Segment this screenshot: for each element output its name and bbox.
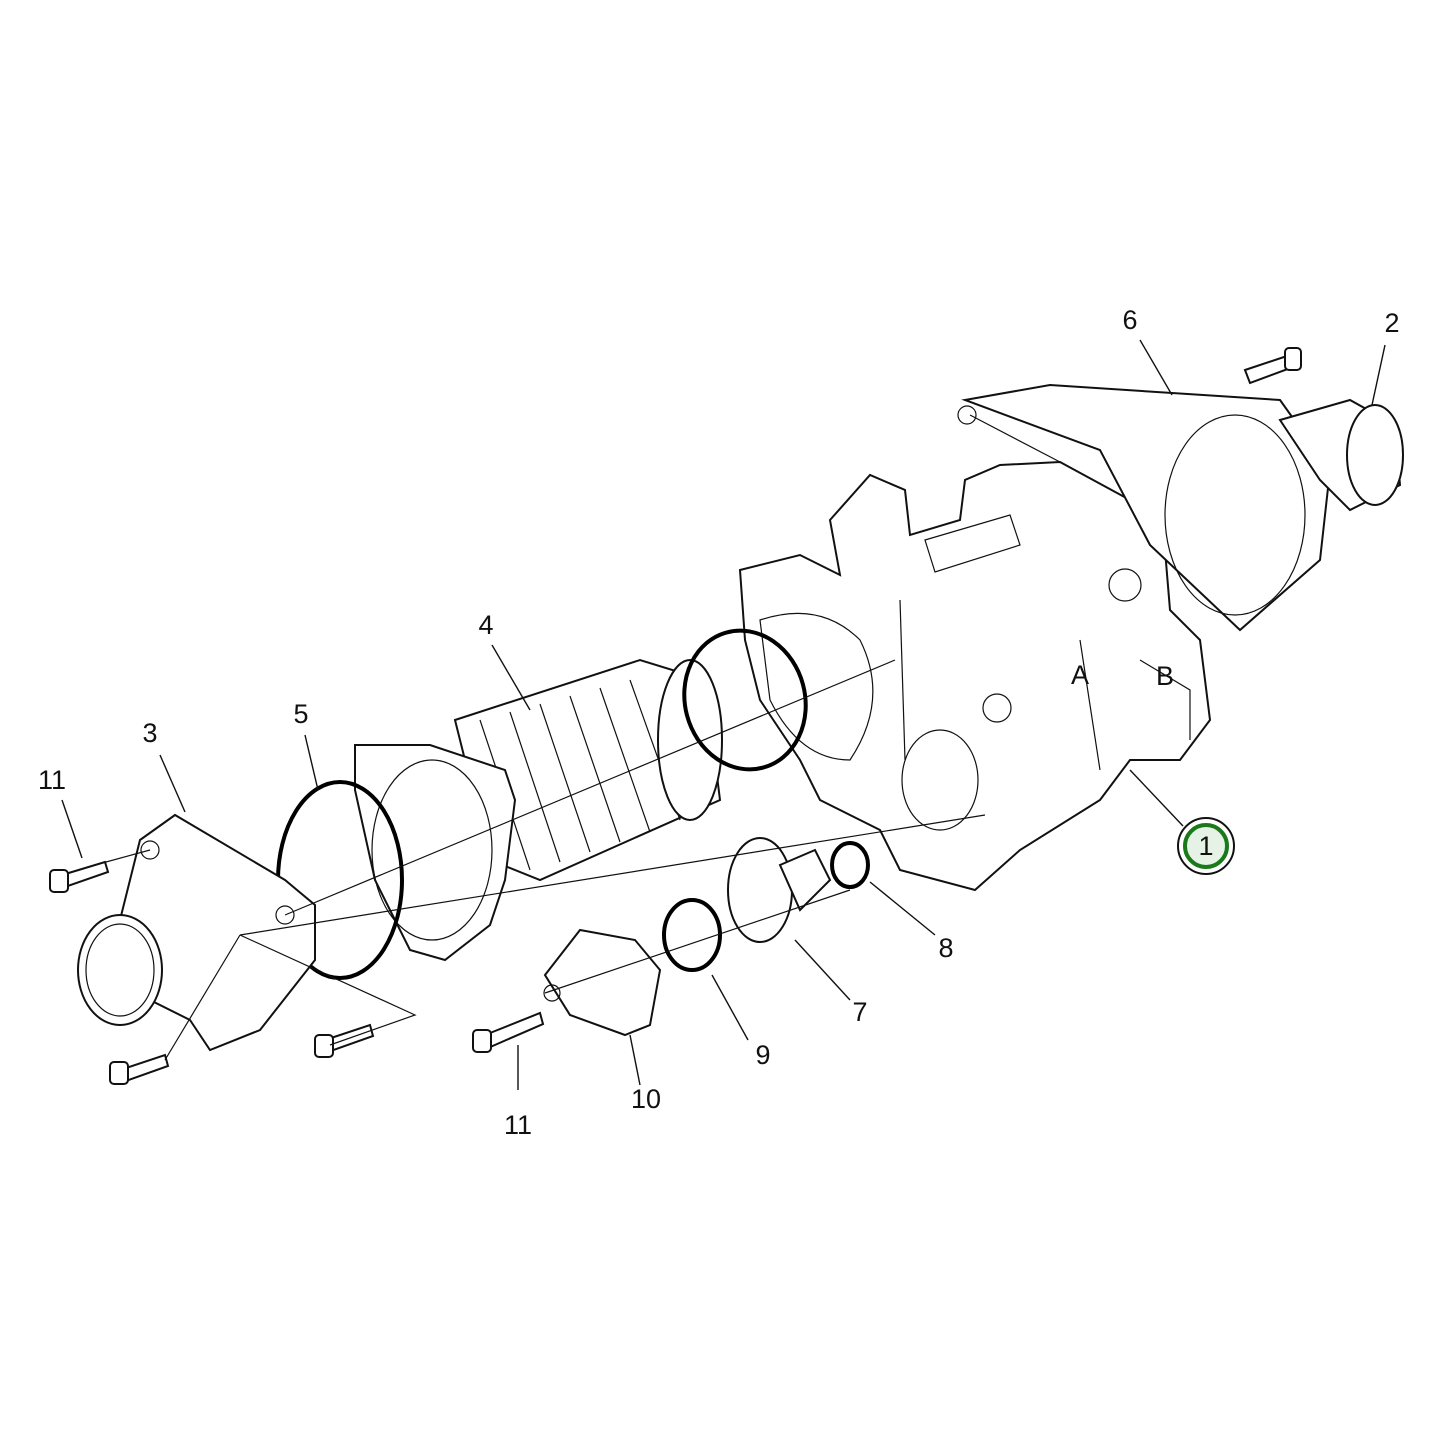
callout-6[interactable]: 6 — [1122, 305, 1137, 335]
callout-3[interactable]: 3 — [142, 718, 157, 748]
leader-lines — [61, 339, 1386, 1090]
o-ring-large[interactable] — [669, 617, 821, 783]
callout-1-label: 1 — [1198, 831, 1213, 861]
bolt-lower-left[interactable] — [109, 1053, 170, 1085]
callout-11-bottom[interactable]: 11 — [504, 1110, 532, 1140]
callout-4[interactable]: 4 — [478, 610, 493, 640]
bolt-11[interactable] — [472, 1011, 545, 1053]
callout-10[interactable]: 10 — [631, 1084, 661, 1114]
o-ring-9[interactable] — [662, 898, 722, 972]
callout-9[interactable]: 9 — [755, 1040, 770, 1070]
callout-5[interactable]: 5 — [293, 699, 308, 729]
gasket-6[interactable] — [957, 383, 1332, 632]
bolt-lower-mid[interactable] — [314, 1023, 375, 1058]
housing-mark-a: A — [1071, 660, 1089, 690]
inlet-elbow-3[interactable] — [77, 813, 316, 1052]
alignment-lines — [94, 414, 1061, 1061]
callout-2[interactable]: 2 — [1384, 308, 1399, 338]
o-ring-8[interactable] — [830, 841, 870, 889]
cooler-housing[interactable]: A B — [738, 460, 1212, 892]
callout-8[interactable]: 8 — [938, 933, 953, 963]
bolt-left[interactable] — [49, 860, 110, 893]
cover-10[interactable] — [543, 928, 662, 1037]
bolt-top[interactable] — [1243, 347, 1302, 385]
thermostat-7[interactable] — [727, 837, 832, 943]
housing-mark-b: B — [1156, 661, 1174, 691]
callout-7[interactable]: 7 — [852, 997, 867, 1027]
outlet-elbow-2[interactable] — [1278, 398, 1404, 512]
callout-11-left[interactable]: 11 — [38, 765, 66, 795]
callout-1-highlighted[interactable]: 1 — [1177, 817, 1235, 875]
